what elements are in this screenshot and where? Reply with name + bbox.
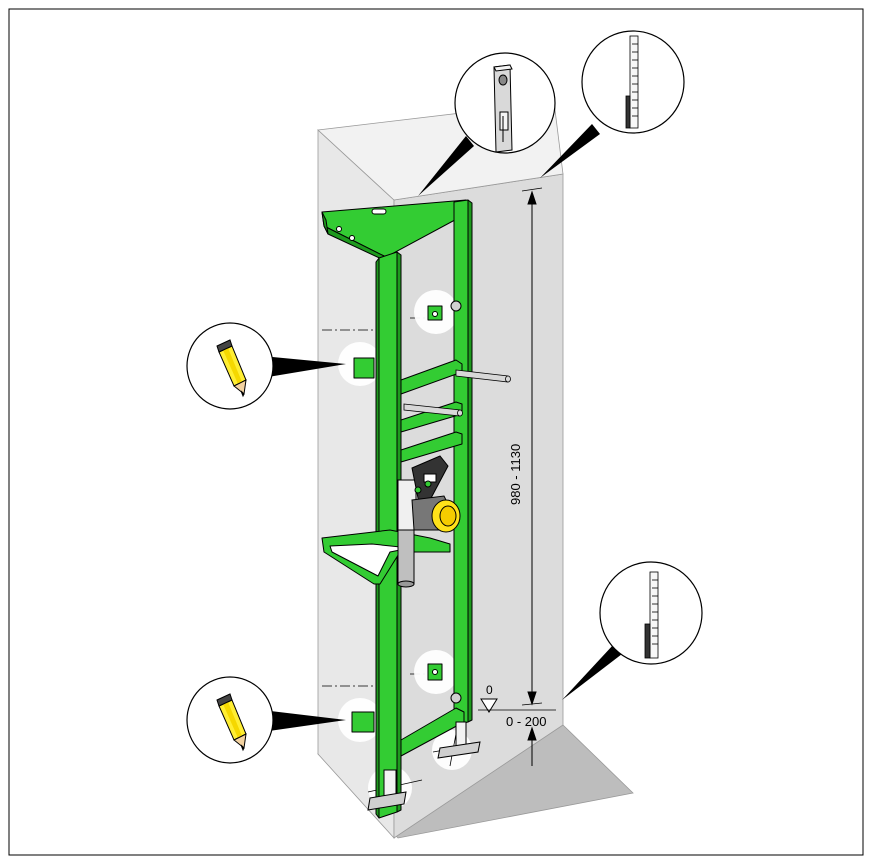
datum-triangle-icon [480, 698, 498, 713]
spirit-level-callout [418, 52, 556, 196]
pencil-callout-top [186, 322, 346, 410]
floor-offset-dimension [478, 709, 556, 766]
pencil-icon [216, 693, 247, 752]
pencil-callout-bottom [186, 676, 346, 764]
measuring-rule-icon [644, 571, 659, 659]
spirit-level-icon [493, 64, 513, 153]
rule-callout-top [540, 30, 685, 178]
frame-feet [367, 721, 481, 811]
floor-zero-label: 0 [486, 683, 493, 697]
flush-valve [397, 455, 461, 588]
rule-callout-bottom [562, 561, 703, 700]
threaded-rods [403, 369, 511, 417]
height-dimension [521, 187, 543, 706]
height-range-label: 980 - 1130 [508, 444, 523, 505]
figure-border [8, 8, 864, 856]
mounting-frame [321, 199, 473, 819]
measuring-rule-icon [625, 35, 639, 129]
pencil-icon [216, 339, 247, 398]
floor-offset-label: 0 - 200 [506, 714, 546, 729]
